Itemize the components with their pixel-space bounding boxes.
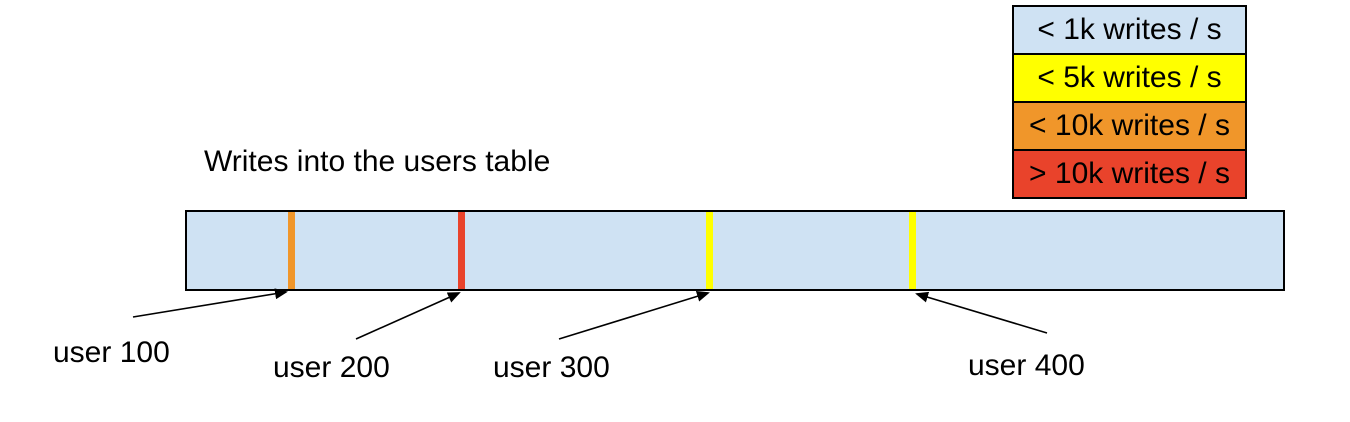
label-user-100: user 100 <box>53 336 170 369</box>
diagram-title: Writes into the users table <box>204 145 551 178</box>
hotspot-stripe-user-400 <box>909 212 916 289</box>
label-user-200: user 200 <box>273 351 390 384</box>
label-user-400: user 400 <box>968 349 1085 382</box>
arrow-user-300 <box>558 290 710 340</box>
hotspot-stripe-user-200 <box>458 212 465 289</box>
hotspot-stripe-user-300 <box>706 212 713 289</box>
hotspot-stripe-user-100 <box>288 212 295 289</box>
arrow-user-400 <box>915 291 1048 334</box>
arrow-user-100 <box>132 288 288 318</box>
legend-item-lt-5k: < 5k writes / s <box>1014 55 1245 103</box>
legend-item-lt-10k: < 10k writes / s <box>1014 103 1245 151</box>
legend-item-lt-1k: < 1k writes / s <box>1014 7 1245 55</box>
arrow-user-200 <box>355 292 461 340</box>
legend-item-gt-10k: > 10k writes / s <box>1014 151 1245 197</box>
label-user-300: user 300 <box>493 351 610 384</box>
users-table-bar <box>185 210 1285 291</box>
legend: < 1k writes / s < 5k writes / s < 10k wr… <box>1012 5 1247 199</box>
